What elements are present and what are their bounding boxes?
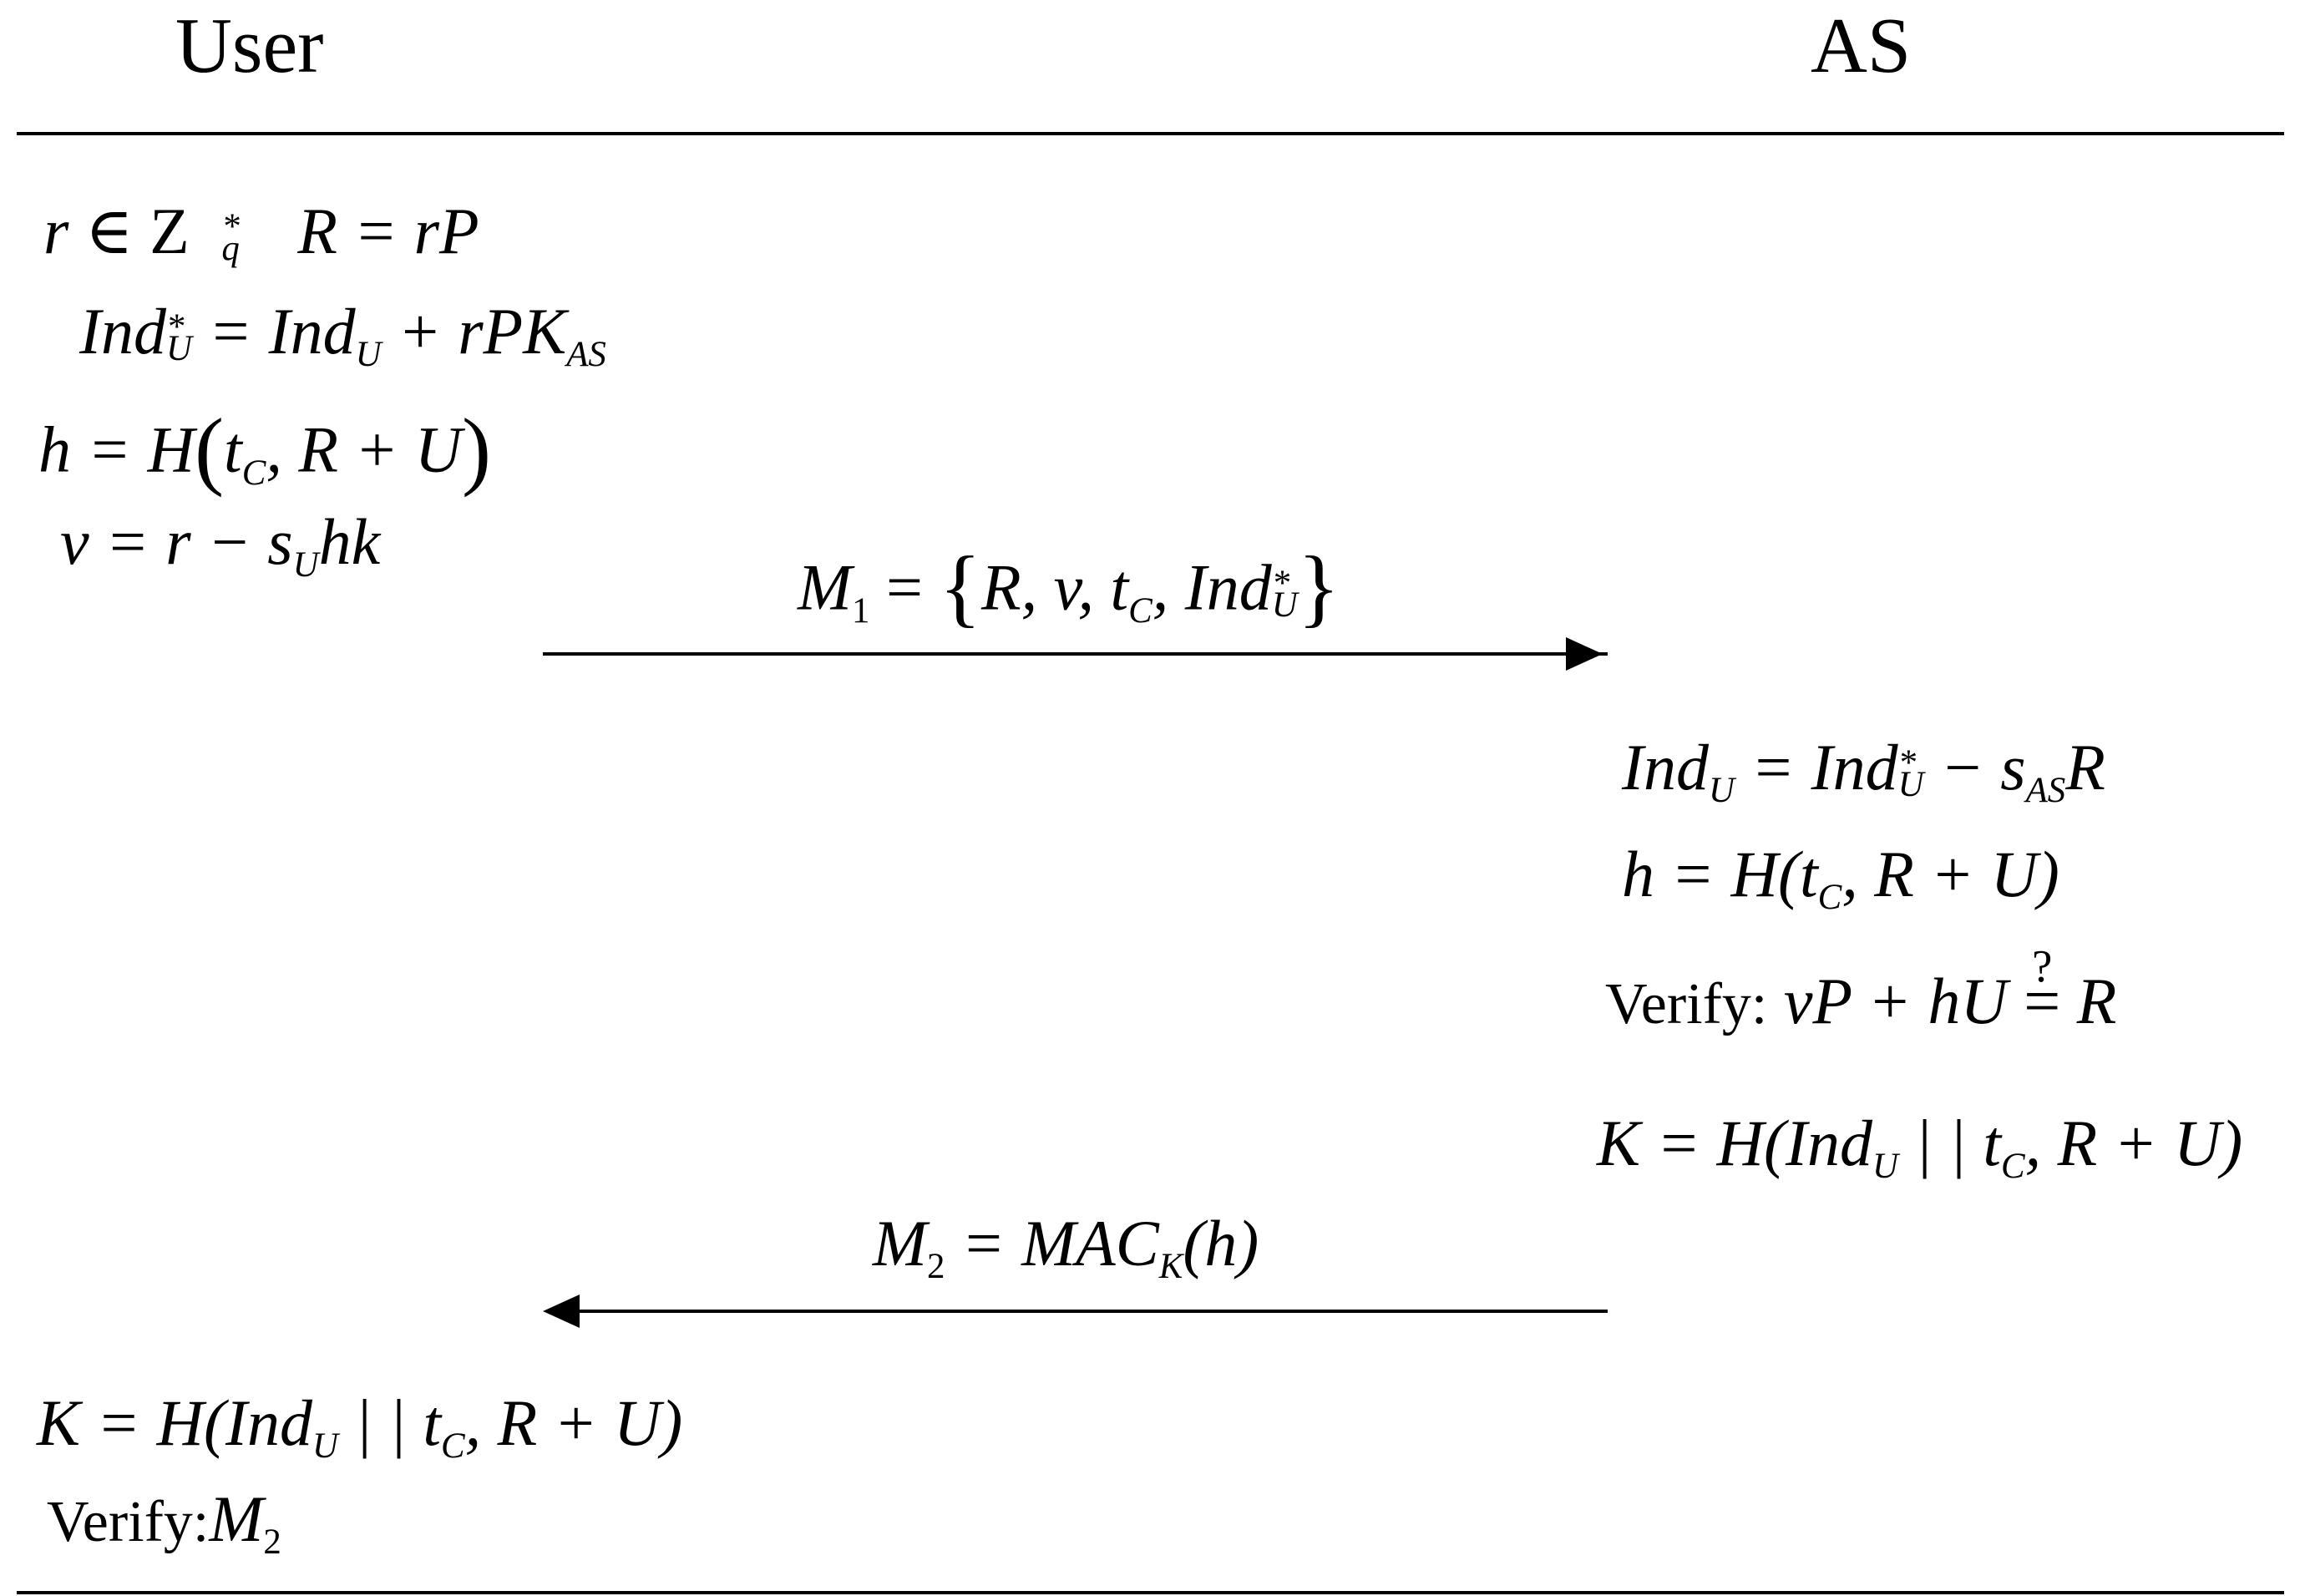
- user-step-r: r ∈ Z*q R = rP: [43, 195, 479, 269]
- message-2-arrow: [576, 1310, 1608, 1313]
- user-step-h: h = H(tC, R + U): [38, 400, 492, 498]
- top-divider: [17, 132, 2284, 135]
- user-step-ind: Ind*U = IndU + rPKAS: [79, 295, 606, 374]
- as-step-h: h = H(tC, R + U): [1622, 838, 2059, 917]
- as-step-verify: Verify: vP + hU ?= R: [1605, 940, 2117, 1037]
- user-step-verify: Verify:M2: [47, 1482, 281, 1562]
- as-step-k: K = H(IndU | | tC, R + U): [1597, 1107, 2243, 1186]
- message-1-arrowhead: [1566, 637, 1603, 671]
- user-step-v: v = r − sUhk: [60, 505, 381, 585]
- message-2-label: M2 = MACK(h): [873, 1207, 1259, 1286]
- message-1-label: M1 = {R, v, tC, Ind*U}: [798, 538, 1340, 636]
- bottom-divider: [17, 1591, 2284, 1594]
- as-step-ind: IndU = Ind*U − sASR: [1622, 731, 2105, 810]
- message-2-arrowhead: [543, 1295, 580, 1328]
- user-step-k: K = H(IndU | | tC, R + U): [37, 1386, 683, 1466]
- message-1-arrow: [543, 652, 1608, 656]
- user-header: User: [175, 3, 324, 89]
- as-header: AS: [1811, 3, 1912, 89]
